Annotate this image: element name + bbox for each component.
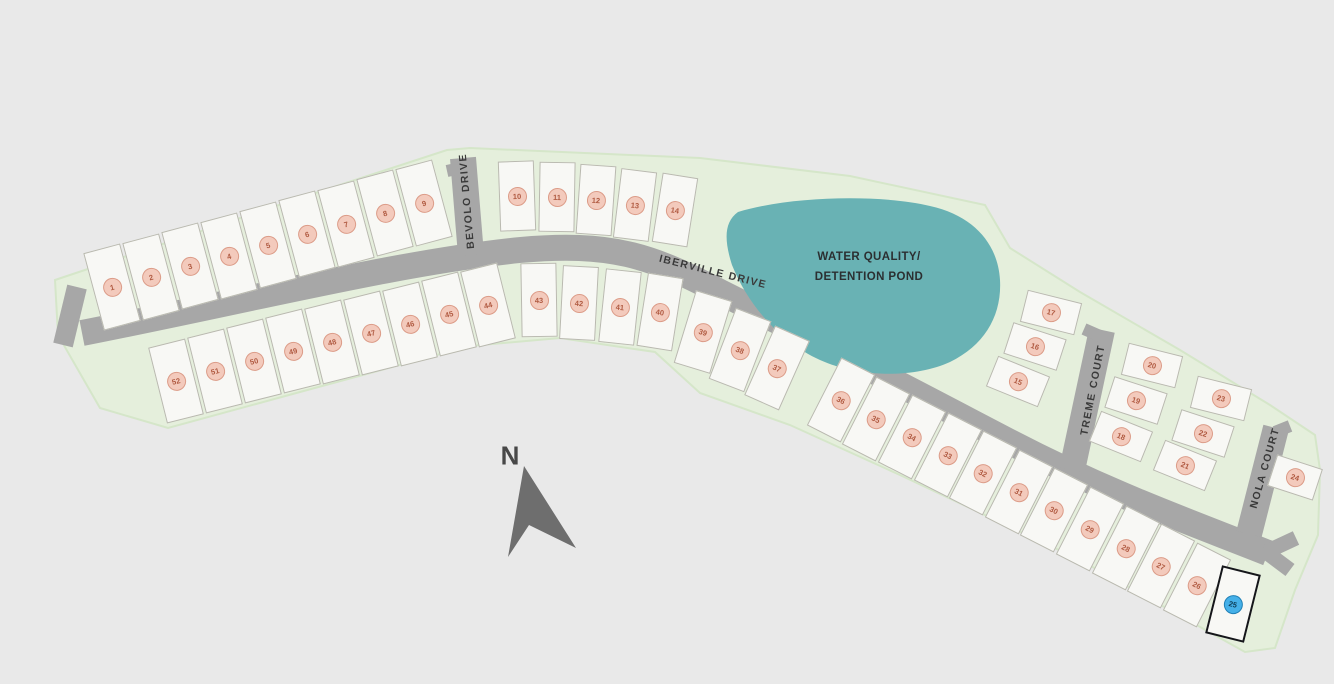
lot-number-badge: 34	[899, 424, 925, 450]
lot-number-badge: 16	[1023, 334, 1047, 358]
road-treme-flare	[1081, 323, 1103, 342]
lot[interactable]: 10	[497, 160, 537, 232]
lot-number-badge: 30	[1041, 497, 1067, 523]
lot-number-badge: 47	[359, 321, 383, 345]
lot-number-badge: 19	[1124, 388, 1148, 412]
lot-number-badge: 23	[1209, 386, 1233, 410]
lot[interactable]: 41	[598, 268, 642, 346]
lot-number-badge: 49	[281, 339, 305, 363]
lot-number-badge: 6	[295, 222, 319, 246]
lot-number-badge: 31	[1006, 479, 1032, 505]
lot-number-badge: 2	[139, 265, 163, 289]
road-right-flare-bottom	[1261, 546, 1295, 576]
lot-number-badge: 39	[691, 320, 715, 344]
north-label: N	[500, 440, 520, 471]
lot-number-badge: 50	[242, 349, 266, 373]
lot-number-badge: 28	[1113, 535, 1139, 561]
road-nola	[1236, 424, 1289, 538]
lot-number-badge: 41	[609, 296, 631, 318]
lot-number-badge: 18	[1108, 423, 1134, 449]
lot-number-badge: 45	[437, 302, 461, 326]
lot-number-badge: 12	[585, 189, 607, 211]
lot-number-badge: 52	[164, 369, 188, 393]
lot[interactable]: 12	[575, 163, 617, 237]
lot-number-badge: 17	[1039, 300, 1063, 324]
detention-pond	[726, 198, 1001, 374]
lot[interactable]: 43	[520, 262, 558, 338]
lot[interactable]: 11	[538, 161, 576, 233]
lot-number-badge: 22	[1191, 421, 1215, 445]
north-arrow-icon	[508, 466, 576, 557]
lot-number-badge: 20	[1140, 353, 1164, 377]
lot-number-badge: 32	[970, 460, 996, 486]
lot[interactable]: 42	[559, 265, 599, 341]
lot-number-badge: 15	[1005, 368, 1031, 394]
lot-number-badge: 44	[476, 293, 500, 317]
lot-number-badge: 11	[547, 187, 567, 207]
roads	[53, 156, 1300, 576]
lot-number-badge: 9	[412, 191, 436, 215]
lot-number-badge: 14	[664, 199, 686, 221]
road-bevolo	[450, 156, 484, 257]
lot-number-badge: 25	[1221, 592, 1245, 616]
road-iberville	[79, 234, 1273, 566]
lot-number-badge: 33	[935, 442, 961, 468]
lot-number-badge: 24	[1283, 465, 1307, 489]
lot-number-badge: 40	[649, 301, 671, 323]
lot-number-badge: 3	[178, 254, 202, 278]
lot-number-badge: 21	[1172, 452, 1198, 478]
lot-number-badge: 35	[863, 406, 889, 432]
pond-label-line1: WATER QUALITY/	[817, 251, 921, 263]
lot-number-badge: 37	[764, 355, 790, 381]
road-bevolo-flare	[445, 161, 467, 177]
lot-number-badge: 29	[1077, 516, 1103, 542]
lot-number-badge: 46	[398, 312, 422, 336]
lot-number-badge: 38	[727, 337, 753, 363]
road-treme	[1059, 327, 1115, 473]
lot-number-badge: 48	[320, 330, 344, 354]
pond-label-line2: DETENTION POND	[814, 271, 924, 283]
lot-number-badge: 26	[1184, 572, 1210, 598]
lot-number-badge: 43	[529, 290, 549, 310]
lot-number-badge: 36	[828, 387, 854, 413]
lot-number-badge: 51	[203, 359, 227, 383]
road-nola-flare	[1272, 420, 1293, 438]
lot-number-badge: 1	[100, 275, 124, 299]
lot-number-badge: 42	[569, 293, 589, 313]
lot-number-badge: 13	[624, 194, 646, 216]
lot-number-badge: 5	[256, 233, 280, 257]
road-end-turnaround	[53, 284, 87, 348]
lot-number-badge: 8	[373, 201, 397, 225]
lot-number-badge: 4	[217, 244, 241, 268]
lot-number-badge: 27	[1148, 553, 1174, 579]
lot-number-badge: 7	[334, 212, 358, 236]
lot-number-badge: 10	[507, 186, 527, 206]
